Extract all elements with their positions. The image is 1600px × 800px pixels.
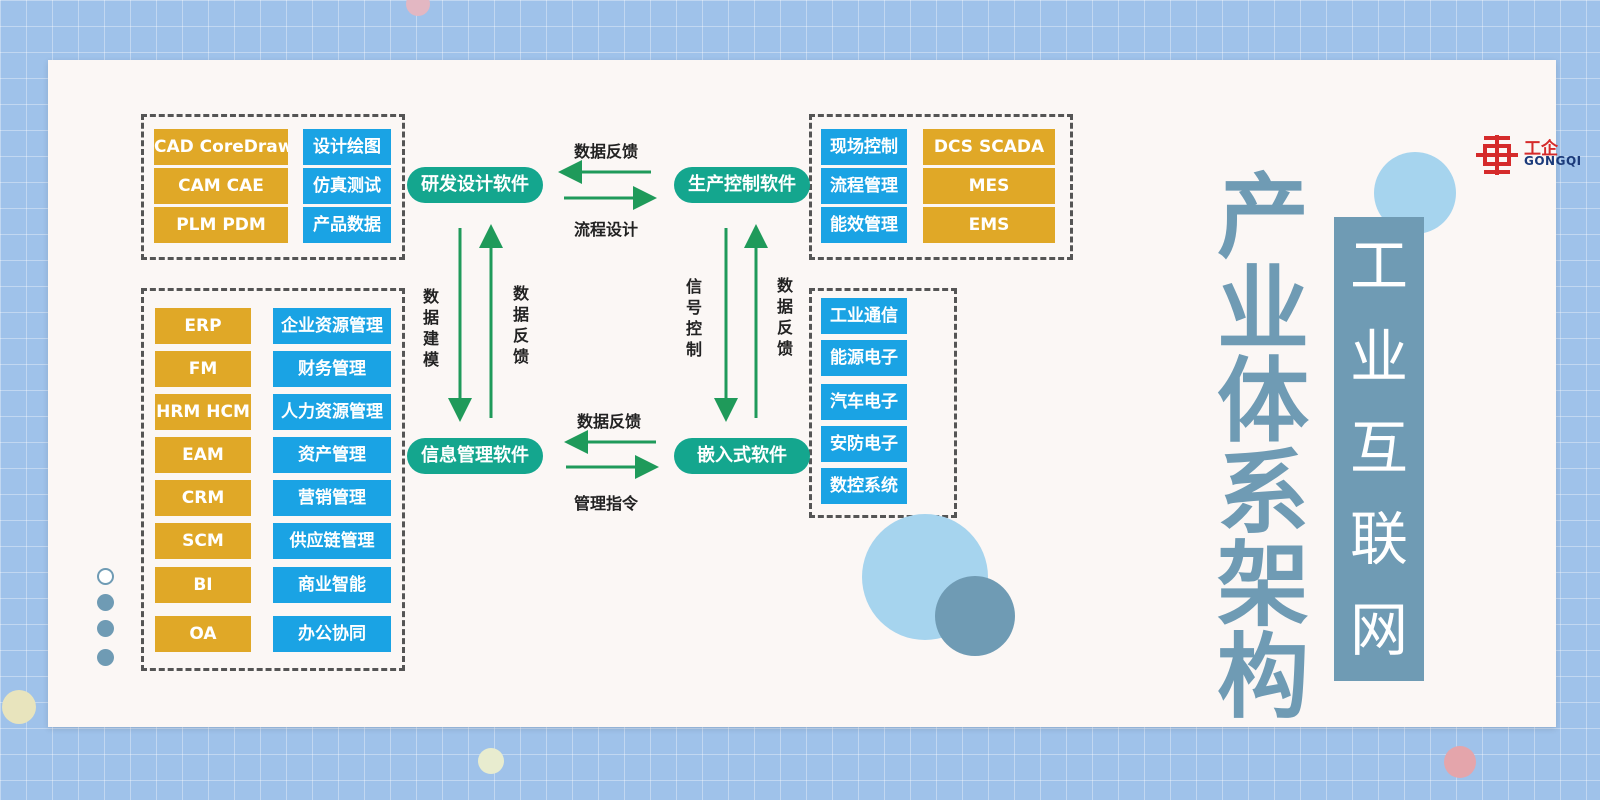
logo-english-text: GONGQI xyxy=(1524,154,1582,168)
logo-chinese-text: 工企 xyxy=(1524,139,1558,159)
label-bottom-command: 管理指令 xyxy=(574,494,639,513)
subtitle-band: 工业互联网 xyxy=(1334,217,1424,681)
group-rd-tools xyxy=(141,114,405,260)
prod-func-field-control: 现场控制 xyxy=(821,129,907,165)
rd-tool-plm-pdm: PLM PDM xyxy=(154,207,288,243)
pager-dot xyxy=(97,620,114,637)
rd-func-simulation-test: 仿真测试 xyxy=(303,168,391,204)
mgmt-func-marketing: 营销管理 xyxy=(273,480,391,516)
group-management-tools xyxy=(141,288,405,671)
mgmt-tool-oa: OA xyxy=(155,616,251,652)
mgmt-func-business-intelligence: 商业智能 xyxy=(273,567,391,603)
pager-dot-hollow xyxy=(97,568,114,585)
gongqi-logo-mark-icon xyxy=(1476,135,1518,175)
node-info-management-software: 信息管理软件 xyxy=(407,438,543,474)
mgmt-func-asset: 资产管理 xyxy=(273,437,391,473)
deco-circle-yellow xyxy=(2,690,36,724)
mgmt-func-finance: 财务管理 xyxy=(273,351,391,387)
deco-circle-steel xyxy=(935,576,1015,656)
rd-func-design-drawing: 设计绘图 xyxy=(303,129,391,165)
label-left-feedback: 数据反馈 xyxy=(512,284,529,366)
mgmt-tool-bi: BI xyxy=(155,567,251,603)
group-embedded-tools xyxy=(809,288,957,518)
prod-tool-dcs-scada: DCS SCADA xyxy=(923,129,1055,165)
label-top-design: 流程设计 xyxy=(574,220,639,239)
embedded-func-security-electronics: 安防电子 xyxy=(821,426,907,462)
mgmt-func-supply-chain: 供应链管理 xyxy=(273,523,391,559)
mgmt-tool-eam: EAM xyxy=(155,437,251,473)
label-top-feedback: 数据反馈 xyxy=(574,142,639,161)
embedded-func-cnc-system: 数控系统 xyxy=(821,468,907,504)
label-left-model: 数据建模 xyxy=(422,287,439,369)
mgmt-tool-scm: SCM xyxy=(155,523,251,559)
poster-card: 工企 GONGQI CAD CoreDraw CAM CAE PLM PDM 设… xyxy=(48,60,1581,731)
mgmt-func-enterprise-resource: 企业资源管理 xyxy=(273,308,391,344)
rd-func-product-data: 产品数据 xyxy=(303,207,391,243)
label-right-feedback: 数据反馈 xyxy=(776,276,793,358)
mgmt-tool-hrm-hcm: HRM HCM xyxy=(155,394,251,430)
rd-tool-cam-cae: CAM CAE xyxy=(154,168,288,204)
label-right-signal: 信号控制 xyxy=(685,277,702,359)
subtitle: 工业互联网 xyxy=(1349,232,1408,664)
embedded-func-auto-electronics: 汽车电子 xyxy=(821,384,907,420)
mgmt-tool-erp: ERP xyxy=(155,308,251,344)
pager-dot xyxy=(97,649,114,666)
label-bottom-feedback: 数据反馈 xyxy=(577,412,642,431)
rd-tool-cad-coredraw: CAD CoreDraw xyxy=(154,129,288,165)
prod-func-energy-management: 能效管理 xyxy=(821,207,907,243)
mgmt-func-human-resource: 人力资源管理 xyxy=(273,394,391,430)
deco-circle-pink-bottom xyxy=(1444,746,1476,778)
gongqi-logo: 工企 GONGQI xyxy=(1474,132,1594,178)
node-production-control-software: 生产控制软件 xyxy=(674,167,810,203)
mgmt-tool-fm: FM xyxy=(155,351,251,387)
deco-circle-cream xyxy=(478,748,504,774)
mgmt-func-office-collaboration: 办公协同 xyxy=(273,616,391,652)
deco-circle-pink-top xyxy=(406,0,430,16)
mgmt-tool-crm: CRM xyxy=(155,480,251,516)
node-rd-software: 研发设计软件 xyxy=(407,167,543,203)
prod-tool-mes: MES xyxy=(923,168,1055,204)
main-title: 产业体系架构 xyxy=(1216,164,1309,731)
prod-tool-ems: EMS xyxy=(923,207,1055,243)
embedded-func-industrial-comm: 工业通信 xyxy=(821,298,907,334)
embedded-func-power-electronics: 能源电子 xyxy=(821,340,907,376)
pager-dot xyxy=(97,594,114,611)
group-production-tools xyxy=(809,114,1073,260)
prod-func-process-management: 流程管理 xyxy=(821,168,907,204)
node-embedded-software: 嵌入式软件 xyxy=(674,438,810,474)
